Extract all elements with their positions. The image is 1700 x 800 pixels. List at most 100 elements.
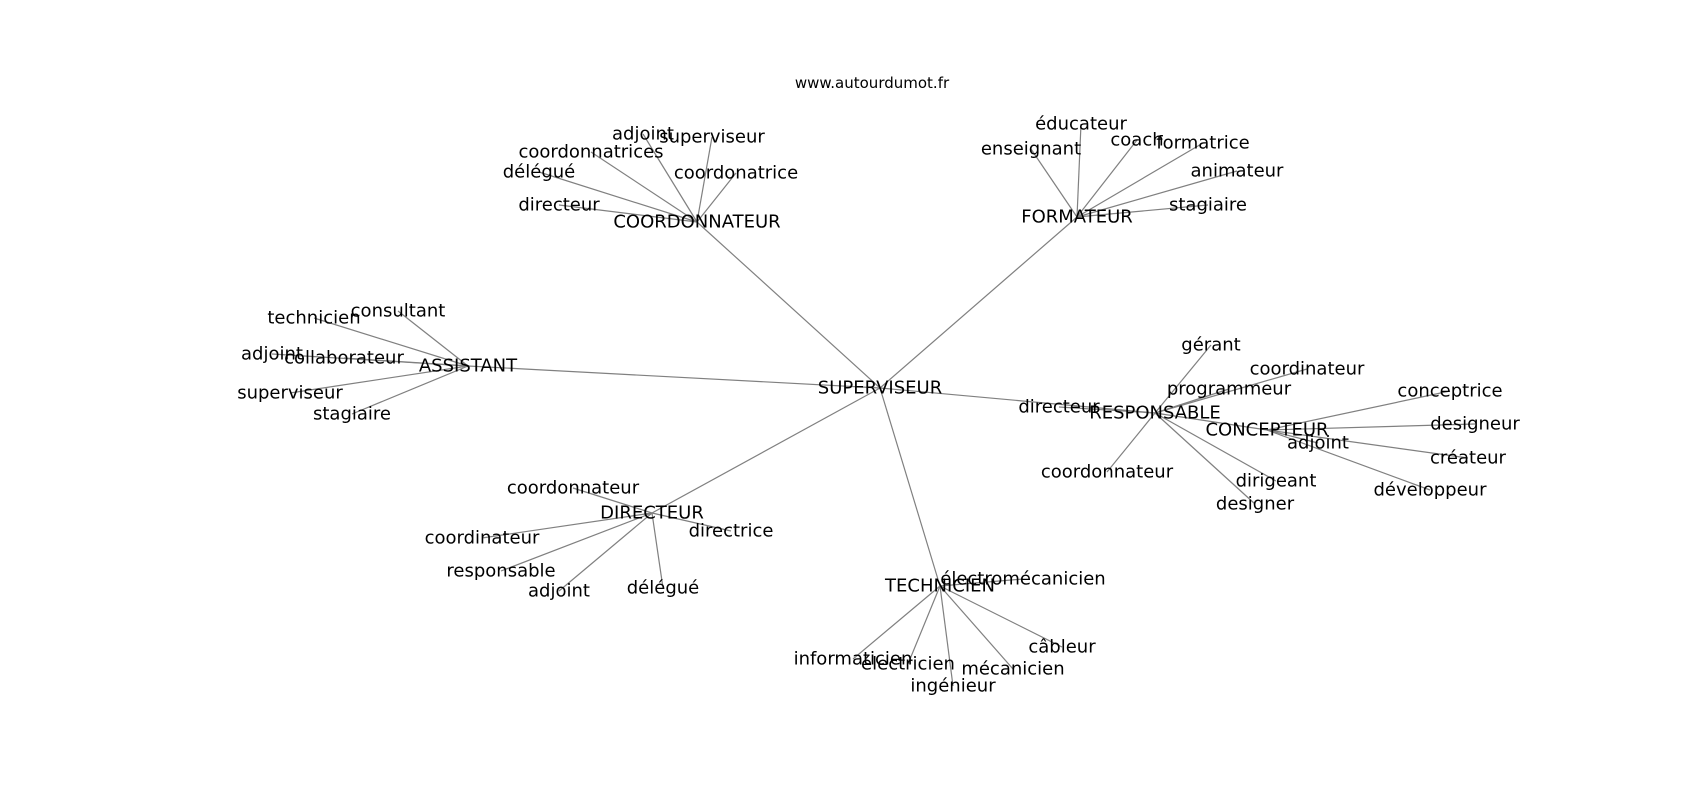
edge-root-coordonnateur — [696, 221, 881, 389]
edge-coordonnateur-superviseur — [696, 136, 713, 223]
edges-layer — [271, 123, 1476, 687]
node-leaf-formateur-enseignant: enseignant — [981, 139, 1081, 160]
edge-responsable-directeur — [1058, 406, 1156, 414]
edge-formateur-animateur — [1076, 170, 1238, 218]
edge-coordonnateur-directeur — [558, 204, 698, 223]
edge-coordonnateur-coordonnatrices — [590, 151, 698, 223]
node-leaf-directeur-coordinateur: coordinateur — [425, 528, 540, 549]
node-leaf-technicien-electricien: électricien — [861, 654, 955, 675]
edge-formateur-educateur — [1076, 123, 1082, 218]
node-leaf-coordonnateur-adjoint: adjoint — [612, 124, 674, 145]
edge-assistant-collaborateur — [343, 357, 469, 367]
node-leaf-formateur-educateur: éducateur — [1035, 114, 1127, 135]
node-leaf-technicien-electromecanicien: électromécanicien — [940, 569, 1105, 590]
node-leaf-coordonnateur-delegue: délégué — [503, 162, 575, 183]
node-leaf-directeur-delegue: délégué — [627, 578, 699, 599]
node-hub-formateur: FORMATEUR — [1021, 207, 1133, 228]
node-leaf-technicien-ingenieur: ingénieur — [910, 676, 996, 697]
edge-technicien-ingenieur — [939, 585, 954, 687]
edge-assistant-technicien — [313, 317, 469, 367]
edge-directeur-directrice — [651, 512, 732, 532]
node-leaf-coordonnateur-directeur: directeur — [518, 195, 600, 216]
site-watermark: www.autourdumot.fr — [795, 74, 950, 92]
node-hub-technicien: TECHNICIEN — [884, 576, 995, 597]
edge-concepteur-conceptrice — [1266, 390, 1451, 431]
edge-formateur-coach — [1076, 139, 1138, 218]
node-leaf-technicien-cableur: câbleur — [1028, 637, 1096, 658]
node-leaf-concepteur-adjoint: adjoint — [1287, 433, 1349, 454]
edge-directeur-delegue — [651, 512, 664, 589]
edge-responsable-concepteur — [1154, 412, 1268, 431]
node-leaf-responsable-directeur: directeur — [1018, 397, 1100, 418]
edge-formateur-stagiaire — [1076, 204, 1209, 218]
node-leaf-responsable-coordinateur: coordinateur — [1250, 359, 1365, 380]
edge-assistant-stagiaire — [351, 365, 469, 415]
node-leaf-formateur-formatrice: formatrice — [1156, 133, 1249, 154]
edge-concepteur-createur — [1266, 429, 1469, 459]
edge-coordonnateur-coordonatrice — [696, 172, 737, 223]
edge-technicien-electromecanicien — [939, 578, 1024, 587]
node-leaf-concepteur-createur: créateur — [1430, 448, 1507, 469]
edge-concepteur-adjoint — [1266, 429, 1319, 444]
node-leaf-assistant-stagiaire: stagiaire — [313, 404, 391, 425]
edge-root-formateur — [879, 216, 1078, 389]
edge-responsable-coordinateur — [1154, 368, 1308, 414]
edge-directeur-coordonnateur — [572, 487, 653, 514]
node-leaf-concepteur-developpeur: développeur — [1374, 480, 1488, 501]
node-root: SUPERVISEUR — [818, 378, 942, 399]
labels-layer: SUPERVISEUR COORDONNATEUR FORMATEUR ASSISTA… — [237, 114, 1520, 697]
node-leaf-assistant-adjoint: adjoint — [241, 344, 303, 365]
edge-formateur-formatrice — [1076, 142, 1204, 218]
node-hub-coordonnateur: COORDONNATEUR — [613, 212, 780, 233]
node-leaf-formateur-stagiaire: stagiaire — [1169, 195, 1247, 216]
node-leaf-technicien-informaticien: informaticien — [794, 649, 913, 670]
edge-root-assistant — [467, 365, 881, 389]
node-leaf-concepteur-designeur: designeur — [1430, 414, 1520, 435]
edge-technicien-cableur — [939, 585, 1063, 648]
edge-concepteur-designeur — [1266, 423, 1476, 431]
node-leaf-technicien-mecanicien: mécanicien — [961, 659, 1064, 680]
edge-assistant-consultant — [397, 310, 469, 367]
edge-assistant-superviseur — [289, 365, 469, 394]
edge-coordonnateur-adjoint — [642, 133, 698, 223]
node-leaf-directeur-responsable: responsable — [446, 561, 555, 582]
node-leaf-assistant-collaborateur: collaborateur — [284, 348, 404, 369]
node-leaf-coordonnateur-coordonatrice: coordonatrice — [674, 163, 798, 184]
node-leaf-responsable-programmeur: programmeur — [1167, 379, 1292, 400]
node-leaf-directeur-coordonnateur: coordonnateur — [507, 478, 640, 499]
node-leaf-coordonnateur-coordonnatrices: coordonnatrices — [518, 142, 663, 163]
node-leaf-assistant-superviseur: superviseur — [237, 383, 343, 404]
edge-root-responsable — [879, 387, 1156, 414]
edge-responsable-dirigeant — [1154, 412, 1277, 482]
node-hub-directeur: DIRECTEUR — [600, 503, 704, 524]
node-leaf-responsable-gerant: gérant — [1181, 335, 1240, 356]
node-leaf-concepteur-conceptrice: conceptrice — [1397, 381, 1502, 402]
edge-responsable-designer — [1154, 412, 1256, 505]
edge-root-directeur — [651, 387, 881, 514]
node-leaf-coordonnateur-superviseur: superviseur — [659, 127, 765, 148]
node-hub-responsable: RESPONSABLE — [1089, 403, 1221, 424]
edge-responsable-coordonnateur — [1106, 412, 1156, 473]
node-leaf-responsable-coordonnateur: coordonnateur — [1041, 462, 1174, 483]
edge-formateur-enseignant — [1030, 148, 1078, 218]
edge-technicien-informaticien — [852, 585, 941, 660]
node-leaf-responsable-designer: designer — [1216, 494, 1295, 515]
node-leaf-assistant-consultant: consultant — [351, 301, 446, 322]
node-leaf-formateur-animateur: animateur — [1191, 161, 1285, 182]
edge-directeur-responsable — [500, 512, 653, 572]
edge-coordonnateur-delegue — [538, 171, 698, 223]
edge-technicien-mecanicien — [939, 585, 1014, 670]
edge-directeur-adjoint — [558, 512, 653, 592]
edge-root-technicien — [879, 387, 941, 587]
edge-concepteur-developpeur — [1266, 429, 1431, 491]
node-leaf-formateur-coach: coach — [1110, 130, 1163, 151]
edge-responsable-gerant — [1154, 344, 1212, 414]
node-leaf-responsable-dirigeant: dirigeant — [1236, 471, 1317, 492]
node-leaf-assistant-technicien: technicien — [267, 308, 360, 329]
node-leaf-directeur-adjoint: adjoint — [528, 581, 590, 602]
node-hub-assistant: ASSISTANT — [419, 356, 518, 377]
edge-directeur-coordinateur — [481, 512, 653, 539]
edge-technicien-electricien — [907, 585, 941, 665]
edge-responsable-programmeur — [1154, 388, 1230, 414]
